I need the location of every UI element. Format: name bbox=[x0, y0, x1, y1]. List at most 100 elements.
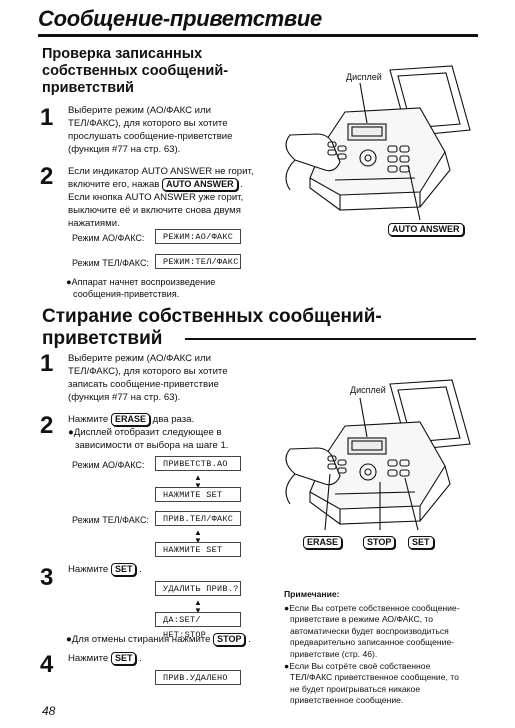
text-fragment: Нажмите bbox=[68, 414, 109, 425]
step4-text: Нажмите SET . bbox=[68, 652, 142, 665]
callout-button: STOP bbox=[363, 532, 396, 550]
lcd-display: НАЖМИТЕ SET bbox=[155, 487, 241, 502]
display-mode-label: Режим ТЕЛ/ФАКС: bbox=[72, 515, 149, 525]
lcd-display: ПРИВЕТСТВ.АО bbox=[155, 456, 241, 471]
section1-title: Проверка записанных собственных сообщени… bbox=[42, 46, 282, 97]
bullet-note: ●Аппарат начнет воспроизведение сообщени… bbox=[66, 276, 266, 300]
step-number: 1 bbox=[40, 104, 54, 131]
callout-button: SET bbox=[408, 532, 434, 550]
section2-title-line: приветствий bbox=[42, 328, 163, 349]
step-number: 3 bbox=[40, 564, 54, 591]
step3-text: Нажмите SET . bbox=[68, 563, 142, 576]
page-title: Сообщение-приветствие bbox=[38, 6, 322, 31]
text-line: нажатиями. bbox=[68, 218, 120, 229]
section1-title-line: приветствий bbox=[42, 80, 134, 96]
note-line: приветствие в режиме АО/ФАКС, то bbox=[290, 614, 434, 625]
page-number: 48 bbox=[42, 704, 56, 718]
down-arrow-icon: ▲▼ bbox=[194, 528, 202, 545]
text-fragment: Нажмите bbox=[68, 564, 109, 575]
display-mode-label: Режим АО/ФАКС: bbox=[72, 233, 145, 243]
down-arrow-icon: ▲▼ bbox=[194, 473, 202, 490]
lcd-display: РЕЖИМ:АО/ФАКС bbox=[155, 229, 241, 244]
text-line: ТЕЛ/ФАКС), для которого вы хотите bbox=[68, 118, 228, 129]
lcd-display: ПРИВ.ТЕЛ/ФАКС bbox=[155, 511, 241, 526]
display-callout-label: Дисплей bbox=[350, 385, 386, 395]
stop-button: STOP bbox=[363, 536, 396, 549]
step-number: 2 bbox=[40, 163, 54, 190]
fax-machine-figure-2: Дисплей ERASE STOP SET bbox=[270, 378, 475, 550]
text-fragment: включите его, нажав bbox=[68, 179, 160, 190]
display-callout-label: Дисплей bbox=[346, 72, 382, 82]
auto-answer-button: AUTO ANSWER bbox=[388, 223, 464, 236]
set-key: SET bbox=[110, 563, 137, 576]
step1-text: Выберите режим (АО/ФАКС или ТЕЛ/ФАКС), д… bbox=[68, 104, 268, 156]
callout-button: AUTO ANSWER bbox=[388, 219, 464, 237]
text-line: Выберите режим (АО/ФАКС или bbox=[68, 353, 211, 364]
lcd-display: УДАЛИТЬ ПРИВ.? bbox=[155, 581, 241, 596]
lcd-display: НАЖМИТЕ SET bbox=[155, 542, 241, 557]
lcd-display: ДА:SET/НЕТ:STOP bbox=[155, 612, 241, 640]
text-line: зависимости от выбора на шаге 1. bbox=[75, 440, 229, 451]
fax-machine-illustration bbox=[285, 65, 471, 221]
callout-button: ERASE bbox=[303, 532, 343, 550]
page-header: Сообщение-приветствие bbox=[38, 4, 478, 37]
step2-text: Нажмите ERASE два раза. ●Дисплей отобраз… bbox=[68, 413, 278, 452]
note-line: ТЕЛ/ФАКС приветственное сообщение, то bbox=[290, 672, 459, 683]
note-line: приветствие (стр. 46). bbox=[290, 648, 378, 659]
note-line: не будет проигрываться никакое bbox=[290, 683, 421, 694]
text-line: (функция #77 на стр. 63). bbox=[68, 144, 181, 155]
fax-machine-figure-1: Дисплей AUTO ANSWER bbox=[270, 60, 475, 237]
text-line: записать сообщение-приветствие bbox=[68, 379, 219, 390]
text-line: Выберите режим (АО/ФАКС или bbox=[68, 105, 211, 116]
set-key: SET bbox=[110, 652, 137, 665]
step-number: 2 bbox=[40, 412, 54, 439]
step-number: 4 bbox=[40, 651, 54, 678]
text-line: прослушать сообщение-приветствие bbox=[68, 131, 233, 142]
step1-text: Выберите режим (АО/ФАКС или ТЕЛ/ФАКС), д… bbox=[68, 352, 268, 404]
set-button: SET bbox=[408, 536, 434, 549]
section1-title-line: собственных сообщений- bbox=[42, 63, 229, 79]
text-fragment: Нажмите bbox=[68, 653, 109, 664]
lcd-display: ПРИВ.УДАЛЕНО bbox=[155, 670, 241, 685]
note-line: приветственное сообщение. bbox=[290, 695, 404, 706]
text-fragment: . bbox=[139, 653, 142, 664]
erase-button: ERASE bbox=[303, 536, 343, 549]
text-fragment: . bbox=[139, 564, 142, 575]
text-fragment: два раза. bbox=[152, 414, 195, 425]
text-line: выключите её и включите снова двумя bbox=[68, 205, 241, 216]
text-line: Нажмите ERASE два раза. bbox=[68, 413, 278, 426]
note-line: ●Если Вы сотрете собственное сообщение- bbox=[284, 602, 460, 613]
section2-title: Стирание собственных сообщений- приветст… bbox=[42, 306, 482, 350]
section2-title-line: Стирание собственных сообщений- bbox=[42, 306, 382, 327]
note-line: ●Если Вы сотрёте своё собственное bbox=[284, 660, 431, 671]
step-number: 1 bbox=[40, 350, 54, 377]
text-line: ●Дисплей отобразит следующее в bbox=[68, 427, 222, 438]
lcd-display: РЕЖИМ:ТЕЛ/ФАКС bbox=[155, 254, 241, 269]
text-line: Если индикатор AUTO ANSWER не горит, bbox=[68, 166, 254, 177]
auto-answer-key: AUTO ANSWER bbox=[162, 178, 238, 191]
section2-title-line-wrap: приветствий bbox=[42, 328, 482, 350]
note-line: автоматически будет воспроизводиться bbox=[290, 625, 449, 636]
display-mode-label: Режим АО/ФАКС: bbox=[72, 460, 145, 470]
text-fragment: . bbox=[248, 634, 251, 645]
text-line: Если кнопка AUTO ANSWER уже горит, bbox=[68, 192, 244, 203]
erase-key: ERASE bbox=[110, 413, 150, 426]
text-line: ТЕЛ/ФАКС), для которого вы хотите bbox=[68, 366, 228, 377]
text-line: включите его, нажав AUTO ANSWER . bbox=[68, 178, 278, 191]
note-title: Примечание: bbox=[284, 589, 340, 599]
text-line: сообщения-приветствия. bbox=[73, 289, 180, 299]
text-fragment: ●Для отмены стирания нажмите bbox=[66, 634, 211, 645]
display-mode-label: Режим ТЕЛ/ФАКС: bbox=[72, 258, 149, 268]
note-line: предварительно записанное сообщение- bbox=[290, 637, 455, 648]
down-arrow-icon: ▲▼ bbox=[194, 598, 202, 615]
note-block: Примечание: ●Если Вы сотрете собственное… bbox=[284, 589, 479, 707]
step2-text: Если индикатор AUTO ANSWER не горит, вкл… bbox=[68, 165, 278, 230]
text-line: (функция #77 на стр. 63). bbox=[68, 392, 181, 403]
section-divider bbox=[185, 338, 476, 340]
text-fragment: . bbox=[240, 179, 243, 190]
text-line: ●Аппарат начнет воспроизведение bbox=[66, 277, 216, 287]
cancel-note: ●Для отмены стирания нажмите STOP . bbox=[66, 633, 286, 646]
fax-machine-illustration bbox=[285, 379, 471, 531]
section1-title-line: Проверка записанных bbox=[42, 46, 203, 62]
stop-key: STOP bbox=[213, 633, 246, 646]
